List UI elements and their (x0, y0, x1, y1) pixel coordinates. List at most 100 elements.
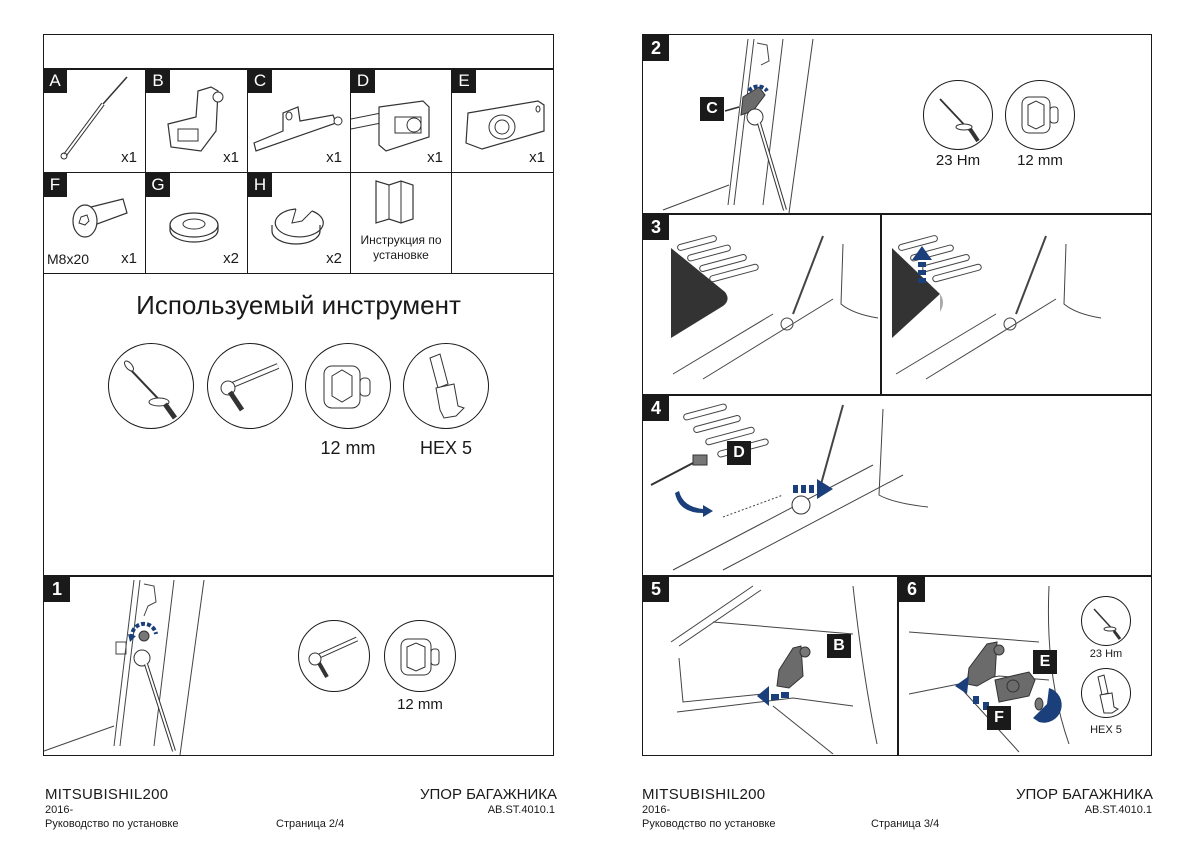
socket-icon (1005, 80, 1075, 150)
footer-code: AB.ST.4010.1 (1084, 804, 1152, 816)
footer-year: 2016- (45, 804, 74, 816)
part-qty: x1 (529, 149, 545, 166)
part-letter: H (248, 173, 272, 197)
part-letter: E (452, 69, 476, 93)
step-3-panel-left: 3 (643, 214, 880, 394)
divider (897, 576, 899, 755)
part-cell-d: D x1 (350, 69, 452, 173)
arrow-icon (757, 686, 789, 706)
callout-b: B (827, 634, 851, 658)
torque-wrench-icon (923, 80, 993, 150)
divider (642, 213, 1152, 215)
step-number: 5 (643, 576, 669, 602)
part-cell-manual: Инструкция по установке (351, 173, 452, 274)
arrow-up-icon (912, 246, 932, 283)
part-letter: A (43, 69, 67, 93)
step-3-panel-right (882, 214, 1151, 394)
step-1-panel: 1 12 mm (43, 576, 553, 756)
footer-code: AB.ST.4010.1 (487, 804, 555, 816)
bumper-illustration (670, 585, 878, 755)
callout-d: D (727, 441, 751, 465)
part-qty: x1 (121, 149, 137, 166)
footer-title: УПОР БАГАЖНИКА (420, 786, 557, 803)
step-6-panel: 6 E F 23 Hm HEX 5 (899, 576, 1151, 755)
part-qty: x1 (121, 250, 137, 267)
arrow-icon (955, 676, 1062, 723)
bolt-f-icon (72, 198, 128, 238)
step-number: 4 (643, 395, 669, 421)
part-qty: x1 (223, 149, 239, 166)
tool-label-socket: 12 mm (320, 438, 376, 458)
manual-label: Инструкция по установке (360, 233, 442, 262)
step-2-panel: 2 C 23 Hm 12 mm (643, 35, 1151, 214)
torque-label: 23 Hm (935, 152, 981, 169)
divider (642, 575, 1152, 577)
cargo-bed-illustration (671, 235, 879, 380)
ratchet-icon (298, 620, 370, 692)
footer-page-number: Страница 3/4 (871, 818, 940, 830)
ratchet-icon (207, 343, 293, 429)
step-5-panel: 5 B (643, 576, 897, 755)
callout-f: F (987, 706, 1011, 730)
divider (43, 68, 554, 70)
part-letter: D (351, 69, 375, 93)
manual-icon (375, 180, 414, 224)
step-number: 6 (899, 576, 925, 602)
part-letter: C (248, 69, 272, 93)
part-letter: B (146, 69, 170, 93)
part-qty: x1 (427, 149, 443, 166)
bracket-c-icon (253, 106, 343, 152)
step-number: 2 (643, 35, 669, 61)
gas-strut-icon (60, 76, 128, 160)
part-cell-f: F M8x20 x1 (43, 173, 146, 274)
part-cell-c: C x1 (248, 69, 351, 173)
part-letter: G (146, 173, 170, 197)
arrow-icon (675, 479, 833, 517)
cargo-bed-illustration (892, 235, 1102, 380)
footer-page-number: Страница 2/4 (276, 818, 345, 830)
tailgate-hinge-illustration (662, 38, 814, 214)
socket-label: 12 mm (1017, 152, 1063, 169)
footer-doc-type: Руководство по установке (642, 818, 776, 830)
footer-model: MITSUBISHIL200 (642, 786, 766, 803)
washer-g-icon (169, 212, 219, 243)
hex-label: HEX 5 (1090, 724, 1122, 736)
step-4-panel: 4 D (643, 395, 1151, 575)
callout-e: E (1033, 650, 1057, 674)
hex-bit-icon (403, 343, 489, 429)
tailgate-hinge-illustration (43, 579, 205, 756)
step-number: 3 (643, 214, 669, 240)
part-cell-a: A x1 (43, 69, 146, 173)
divider (642, 394, 1152, 396)
tool-label-hex: HEX 5 (419, 438, 473, 458)
part-qty: x1 (326, 149, 342, 166)
callout-c: C (700, 97, 724, 121)
footer-title: УПОР БАГАЖНИКА (1016, 786, 1153, 803)
part-cell-e: E x1 (452, 69, 554, 173)
part-cell-b: B x1 (146, 69, 248, 173)
divider (43, 575, 554, 577)
footer-year: 2016- (642, 804, 671, 816)
hex-bit-icon (1081, 668, 1131, 718)
divider (880, 214, 882, 394)
socket-icon (384, 620, 456, 692)
part-cell-g: G x2 (146, 173, 248, 274)
footer-doc-type: Руководство по установке (45, 818, 179, 830)
bumper-illustration (908, 585, 1070, 753)
step-number: 1 (44, 576, 70, 602)
tool-label-socket: 12 mm (397, 696, 443, 713)
plate-e-icon (465, 100, 545, 150)
torque-wrench-icon (1081, 596, 1131, 646)
part-cell-h: H x2 (248, 173, 351, 274)
socket-icon (305, 343, 391, 429)
part-spec: M8x20 (47, 251, 90, 267)
part-qty: x2 (326, 250, 342, 267)
tools-heading: Используемый инструмент (136, 290, 461, 320)
bracket-b-icon (167, 86, 224, 152)
split-washer-h-icon (271, 208, 324, 245)
part-letter: F (43, 173, 67, 197)
part-qty: x2 (223, 250, 239, 267)
torque-label: 23 Hm (1089, 648, 1123, 660)
torque-wrench-icon (108, 343, 194, 429)
part-cell-empty (452, 173, 554, 274)
